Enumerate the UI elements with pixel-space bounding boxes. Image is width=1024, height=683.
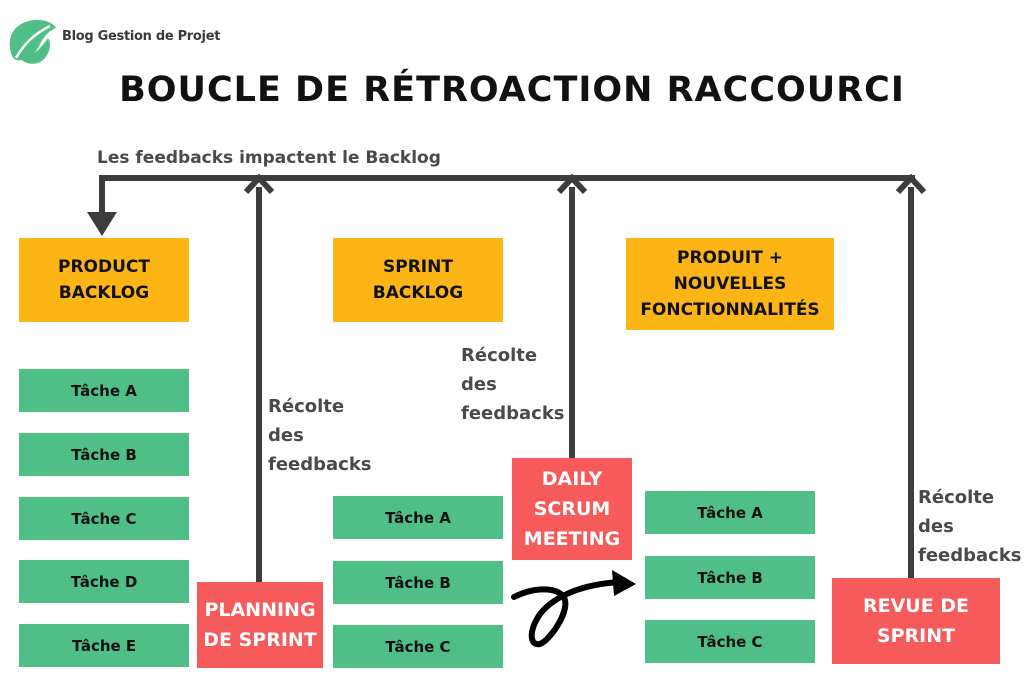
up-arrow-icon: [556, 173, 588, 195]
sprint-backlog-header: SPRINT BACKLOG: [333, 238, 503, 322]
feedback-loop-label: Les feedbacks impactent le Backlog: [97, 148, 441, 168]
sprint-review-event: REVUE DE SPRINT: [832, 578, 1000, 664]
leaf-logo-icon: [9, 19, 56, 64]
product-features-header: PRODUIT + NOUVELLES FONCTIONNALITÉS: [626, 238, 834, 330]
feature-task-b: Tâche B: [645, 556, 815, 599]
product-task-b: Tâche B: [19, 433, 189, 476]
brand-name: Blog Gestion de Projet: [62, 29, 221, 44]
up-arrow-icon: [895, 173, 927, 195]
review-feedback-note: Récolte des feedbacks: [918, 487, 1022, 566]
sprint-task-b: Tâche B: [333, 561, 503, 604]
up-arrow-icon: [243, 173, 275, 195]
product-task-e: Tâche E: [19, 624, 189, 667]
feature-task-c: Tâche C: [645, 620, 815, 663]
sprint-task-c: Tâche C: [333, 625, 503, 668]
product-task-c: Tâche C: [19, 497, 189, 540]
feature-task-a: Tâche A: [645, 491, 815, 534]
daily-feedback-note: Récolte des feedbacks: [461, 345, 565, 424]
product-task-a: Tâche A: [19, 369, 189, 412]
planning-feedback-note: Récolte des feedbacks: [268, 396, 372, 475]
sprint-task-a: Tâche A: [333, 496, 503, 539]
sprint-planning-event: PLANNING DE SPRINT: [197, 582, 323, 668]
product-backlog-header: PRODUCT BACKLOG: [19, 238, 189, 322]
page-title: BOUCLE DE RÉTROACTION RACCOURCI: [119, 70, 905, 110]
down-arrow-icon: [87, 212, 117, 236]
curly-arrow-icon: [511, 570, 636, 648]
product-task-d: Tâche D: [19, 560, 189, 603]
daily-scrum-event: DAILY SCRUM MEETING: [512, 458, 632, 560]
